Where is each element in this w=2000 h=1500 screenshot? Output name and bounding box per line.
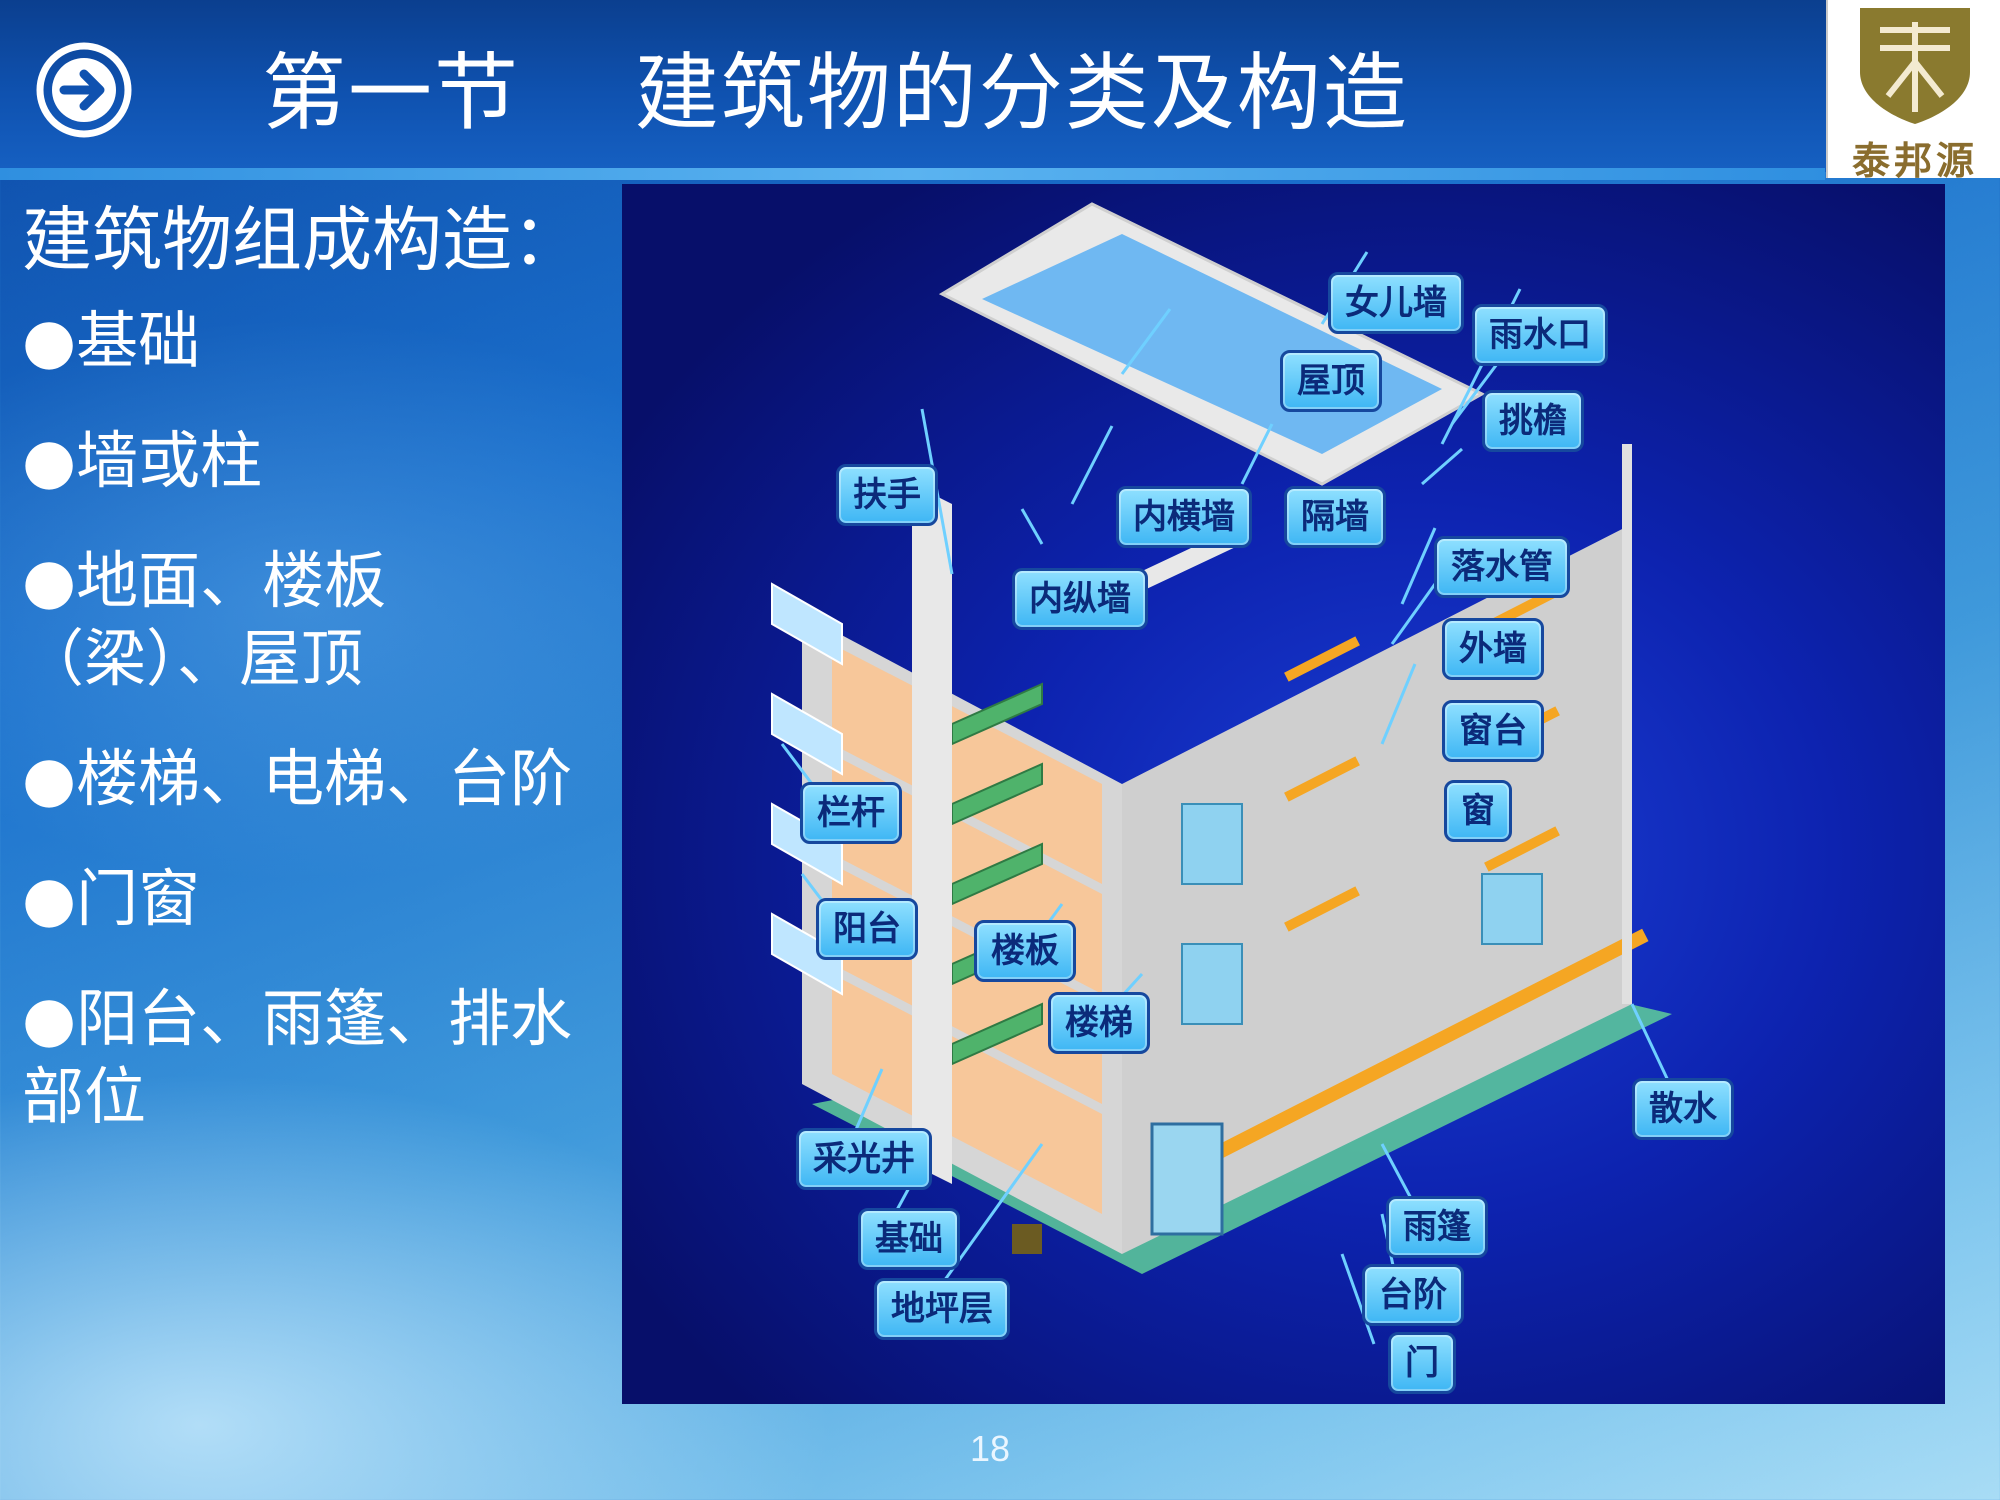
label-partition-wall: 隔墙 [1284,486,1386,548]
label-apron: 散水 [1632,1078,1734,1140]
bullet-foundation: ●基础 [22,304,201,377]
label-downpipe: 落水管 [1434,536,1570,598]
bullet-stairs: ●楼梯、电梯、台阶 [22,742,573,815]
label-ground-floor-layer: 地坪层 [874,1278,1010,1340]
label-inner-longitudinal-wall: 内纵墙 [1012,568,1148,630]
balconies [771,582,843,996]
bullet-walls-columns: ●墙或柱 [22,424,263,497]
shield-logo-icon [1860,8,1970,124]
label-canopy: 雨篷 [1386,1196,1488,1258]
label-foundation: 基础 [858,1208,960,1270]
label-stairs: 楼梯 [1048,992,1150,1054]
bullet-doors-windows: ●门窗 [22,862,201,935]
page-title: 第一节 建筑物的分类及构造 [262,44,1409,142]
label-exterior-wall: 外墙 [1442,618,1544,680]
components-list: 建筑物组成构造： ●基础 ●墙或柱 ●地面、楼板（梁）、屋顶 ●楼梯、电梯、台阶… [22,190,612,1178]
label-window-sill: 窗台 [1442,700,1544,762]
label-door: 门 [1388,1332,1456,1394]
page-number: 18 [969,1428,1011,1469]
header-divider [0,168,1825,180]
label-rainwater-outlet: 雨水口 [1472,304,1608,366]
label-roof: 屋顶 [1280,350,1382,412]
label-railing: 栏杆 [800,782,902,844]
label-window: 窗 [1444,780,1512,842]
label-eaves: 挑檐 [1482,390,1584,452]
inner-longitudinal-wall [912,484,952,1184]
label-light-well: 采光井 [796,1128,932,1190]
arrow-right-circle-icon[interactable] [34,40,134,140]
label-parapet: 女儿墙 [1328,272,1464,334]
building-cutaway-diagram: 女儿墙 雨水口 屋顶 挑檐 扶手 内横墙 隔墙 落水管 内纵墙 外墙 窗台 栏杆… [622,184,1945,1404]
label-handrail: 扶手 [836,464,938,526]
section-heading: 建筑物组成构造： [22,199,582,281]
bullet-floors-roof: ●地面、楼板（梁）、屋顶 [22,544,387,695]
logo-text: 泰邦源 [1851,139,1978,183]
bullet-drainage: ●阳台、雨篷、排水部位 [22,982,573,1133]
company-logo: 泰邦源 [1826,0,2000,183]
label-balcony: 阳台 [816,898,918,960]
windows [1181,803,1543,1025]
label-floor-slab: 楼板 [974,920,1076,982]
entrance-door [1150,1122,1224,1236]
downpipe [1622,444,1632,1004]
label-inner-cross-wall: 内横墙 [1116,486,1252,548]
label-steps: 台阶 [1362,1264,1464,1326]
header-band [0,0,2000,172]
